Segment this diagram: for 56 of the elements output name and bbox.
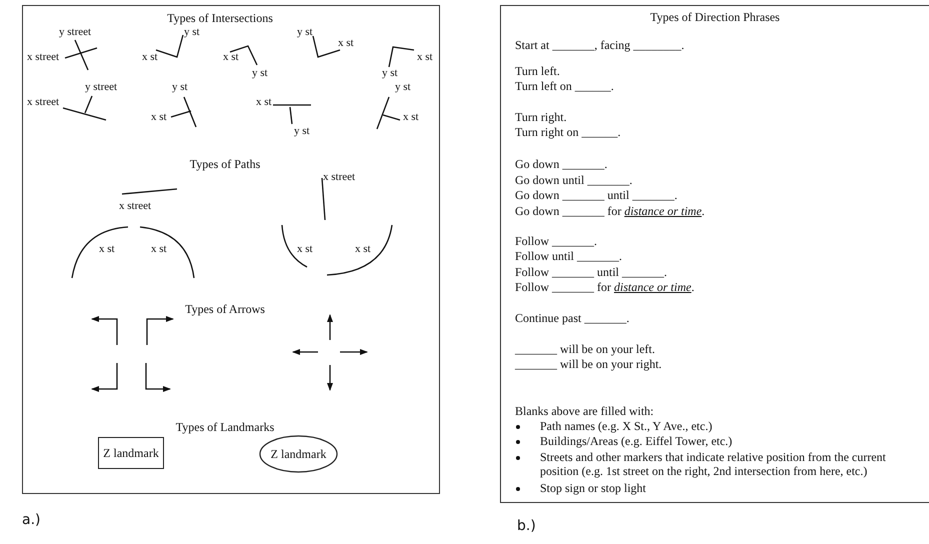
direction-phrase: Follow _______. [515, 234, 598, 248]
direction-phrase: Follow _______ for distance or time. [515, 280, 694, 294]
street-name: y st [395, 81, 411, 94]
panel-caption: a.) [22, 512, 40, 529]
street-name: x street [27, 51, 60, 64]
street-name: x st [142, 51, 158, 64]
street-name: x st [151, 243, 167, 256]
street-name: y st [294, 125, 310, 138]
direction-phrase: Start at _______, facing ________. [515, 38, 684, 52]
panel-frame [22, 5, 440, 494]
street-name: y st [184, 26, 200, 40]
street-name: y st [172, 81, 188, 94]
bullet-item: Buildings/Areas (e.g. Eiffel Tower, etc.) [540, 434, 734, 448]
section-heading: Types of Arrows [185, 302, 265, 316]
street-name: x st [355, 243, 371, 256]
street-name: x st [256, 96, 272, 110]
section-heading: Types of Intersections [167, 11, 273, 26]
bullet-item: Stop sign or stop light [540, 481, 648, 496]
street-name: x st [338, 37, 354, 50]
street-name: x street [119, 200, 152, 214]
section-heading: Types of Paths [190, 157, 260, 172]
section-heading: Types of Direction Phrases [650, 10, 780, 24]
direction-phrase: Go down _______. [515, 157, 608, 172]
street-name: x street [323, 171, 356, 184]
street-name: x st [151, 111, 167, 124]
street-name: x st [99, 243, 115, 256]
street-name: x street [27, 96, 60, 110]
street-name: y street [85, 81, 118, 94]
street-name: x st [297, 243, 313, 256]
direction-phrase: Turn right. [515, 110, 567, 124]
direction-phrase: Follow _______ until _______. [515, 265, 668, 280]
direction-phrase: Go down until _______. [515, 173, 632, 188]
bullet-item: Path names (e.g. X St., Y Ave., etc.) [540, 419, 714, 434]
panel-caption: b.) [517, 518, 536, 535]
section-heading: Types of Landmarks [176, 420, 274, 434]
direction-phrase: Continue past _______. [515, 311, 630, 326]
direction-phrase: Turn left on ______. [515, 79, 614, 94]
note-text: Blanks above are filled with: [515, 404, 654, 418]
street-name: x st [403, 111, 419, 124]
direction-phrase: Follow until _______. [515, 249, 622, 264]
direction-phrase: _______ will be on your right. [515, 357, 662, 372]
street-name: y st [252, 67, 268, 80]
direction-phrase: _______ will be on your left. [515, 342, 655, 356]
street-name: y street [59, 26, 92, 40]
direction-phrase: Go down _______ until _______. [515, 188, 678, 202]
street-name: x st [223, 51, 239, 64]
street-name: y st [297, 26, 313, 40]
street-name: y st [382, 67, 398, 80]
landmark-box: Z landmark [98, 437, 164, 469]
bullet-item: Streets and other markers that indicate relative position from the current position (e.g. 1st street on the right, 2nd intersection from here, etc.) [540, 450, 887, 479]
direction-phrase: Go down _______ for distance or time. [515, 204, 705, 218]
direction-phrase: Turn left. [515, 64, 560, 78]
street-name: x st [417, 51, 433, 64]
direction-phrase: Turn right on ______. [515, 125, 621, 140]
landmark-ellipse: Z landmark [259, 435, 338, 473]
panel-frame [500, 5, 929, 503]
